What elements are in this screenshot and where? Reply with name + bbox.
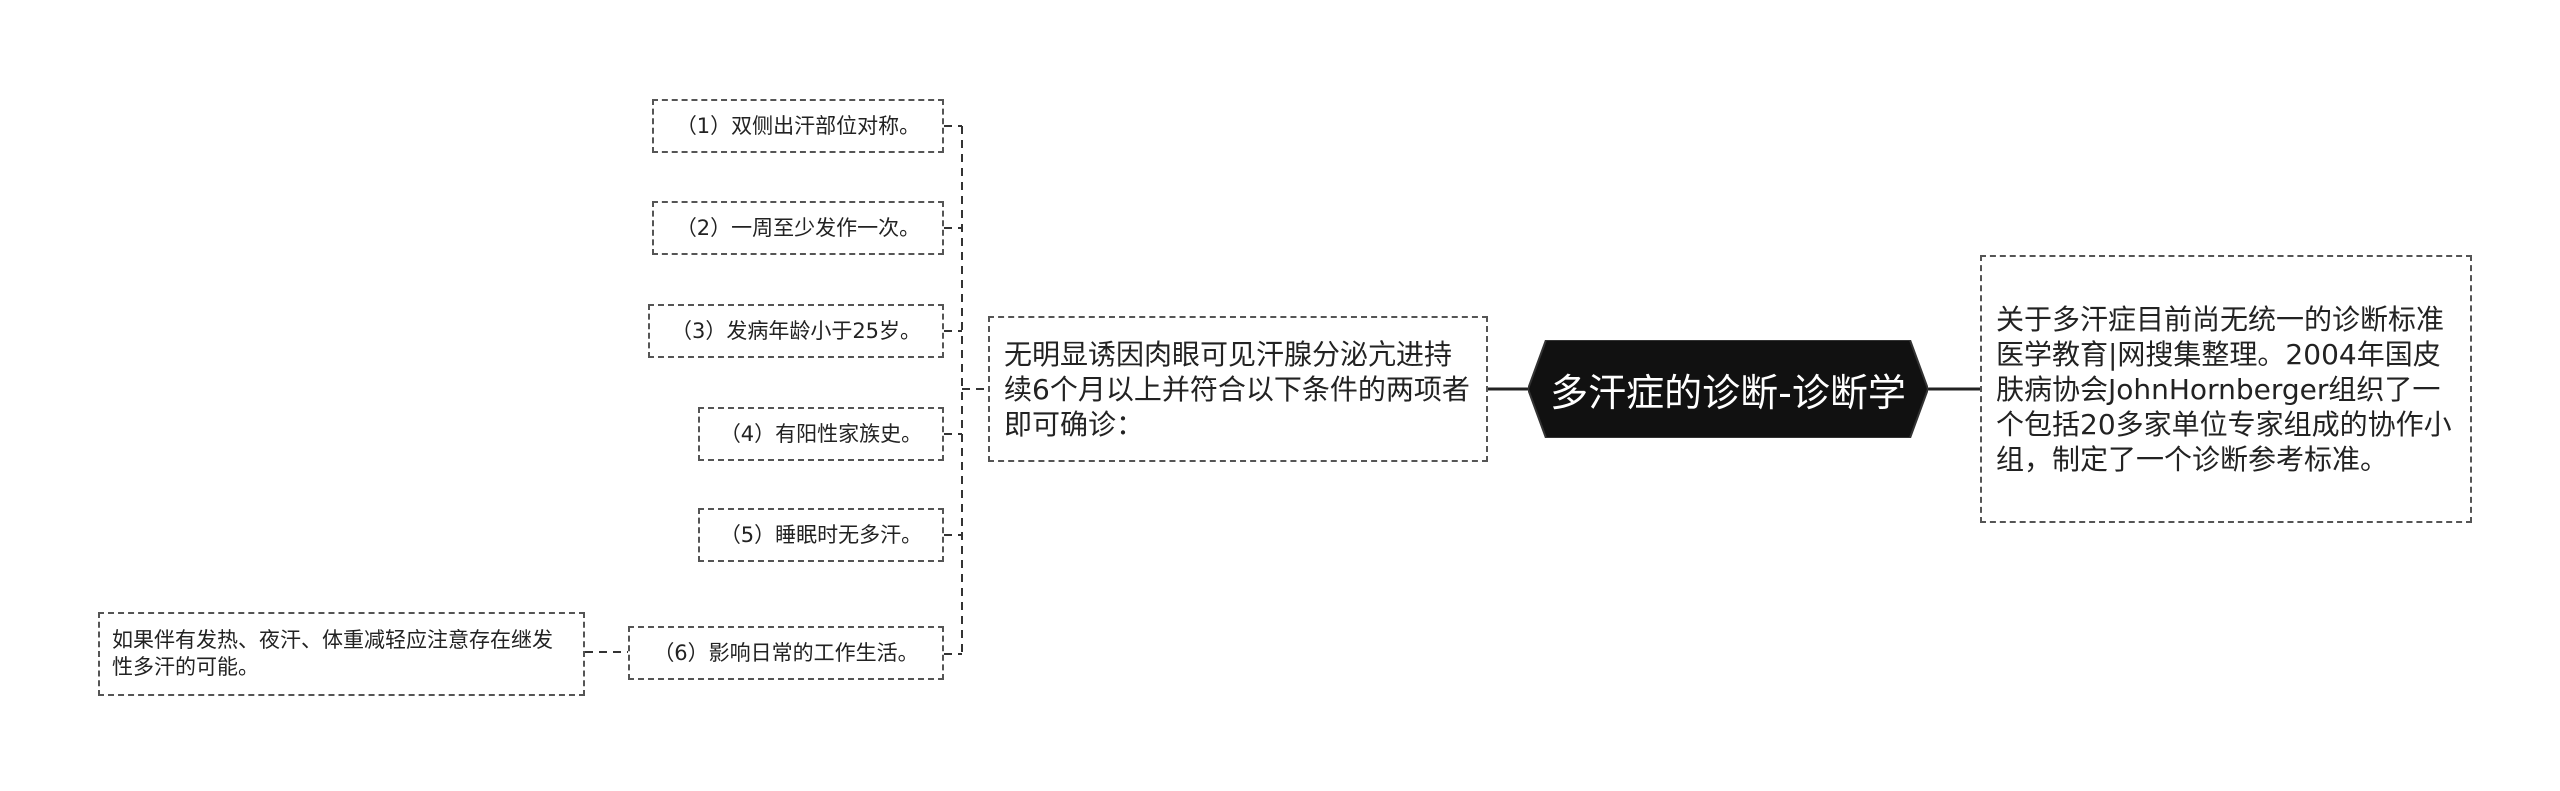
root-topic[interactable]: 多汗症的诊断-诊断学 — [1528, 340, 1928, 438]
criteria-item-4-label: （4）有阳性家族史。 — [719, 422, 923, 446]
criteria-node[interactable]: 无明显诱因肉眼可见汗腺分泌亢进持续6个月以上并符合以下条件的两项者即可确诊： — [988, 316, 1488, 462]
criteria-item-2[interactable]: （2）一周至少发作一次。 — [652, 201, 944, 255]
criteria-item-3-label: （3）发病年龄小于25岁。 — [670, 319, 922, 343]
criteria-item-1[interactable]: （1）双侧出汗部位对称。 — [652, 99, 944, 153]
right-note-box[interactable]: 关于多汗症目前尚无统一的诊断标准医学教育|网搜集整理。2004年国皮肤病协会Jo… — [1980, 255, 2472, 523]
criteria-item-5[interactable]: （5）睡眠时无多汗。 — [698, 508, 944, 562]
criteria-item-3[interactable]: （3）发病年龄小于25岁。 — [648, 304, 944, 358]
root-title: 多汗症的诊断-诊断学 — [1550, 370, 1906, 415]
right-note-text: 关于多汗症目前尚无统一的诊断标准医学教育|网搜集整理。2004年国皮肤病协会Jo… — [1996, 302, 2452, 476]
criteria-text: 无明显诱因肉眼可见汗腺分泌亢进持续6个月以上并符合以下条件的两项者即可确诊： — [1004, 337, 1470, 441]
criteria-item-2-label: （2）一周至少发作一次。 — [675, 216, 921, 240]
criteria-item-6-label: （6）影响日常的工作生活。 — [653, 641, 919, 665]
criteria-item-1-label: （1）双侧出汗部位对称。 — [675, 114, 921, 138]
root-shape — [1528, 340, 1928, 438]
criteria-item-6[interactable]: （6）影响日常的工作生活。 — [628, 626, 944, 680]
extra-note-text: 如果伴有发热、夜汗、体重减轻应注意存在继发性多汗的可能。 — [112, 628, 553, 679]
criteria-item-5-label: （5）睡眠时无多汗。 — [719, 523, 923, 547]
extra-note-box[interactable]: 如果伴有发热、夜汗、体重减轻应注意存在继发性多汗的可能。 — [98, 612, 585, 696]
criteria-item-4[interactable]: （4）有阳性家族史。 — [698, 407, 944, 461]
